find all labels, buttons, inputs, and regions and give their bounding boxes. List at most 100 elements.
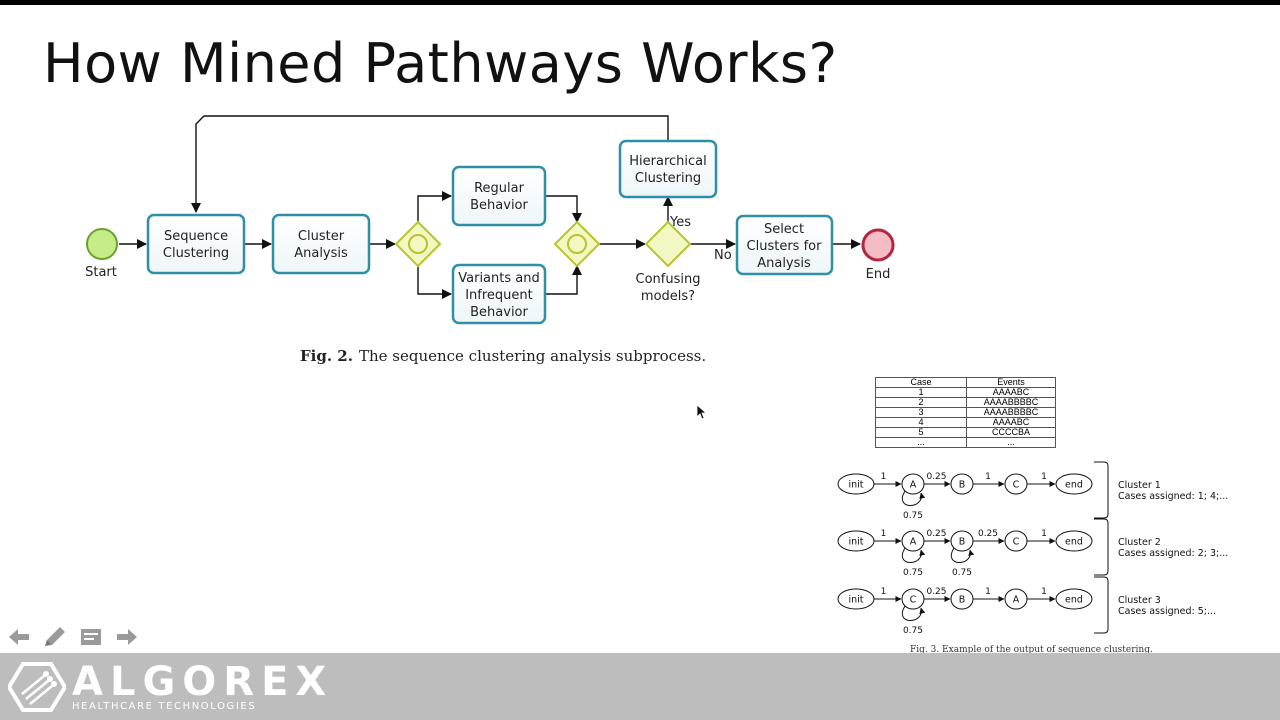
box-hierarchical-clustering: Hierarchical Clustering [618,139,718,199]
box-label: Hierarchical [629,154,706,169]
slide-navigation [6,624,140,650]
graph-node [1055,530,1093,552]
edge-label: 1 [1041,472,1047,482]
box-label: Behavior [470,198,528,213]
table-cell: AAAABBBBC [966,407,1056,418]
split-gateway [394,220,442,268]
box-label: Clustering [635,171,701,186]
self-loop [902,490,926,506]
graph-node [950,473,974,495]
box-label: Select [764,222,804,237]
connectors [119,115,861,299]
figure2-caption: Fig. 2.The sequence clustering analysis … [300,347,706,365]
box-label: Behavior [470,305,528,320]
edge-label: 0.25 [978,529,998,539]
box-label: Cluster [298,229,345,244]
node-label: C [1013,480,1020,491]
self-loop [951,547,975,563]
box-variants-infrequent: Variants and Infrequent Behavior [451,263,547,325]
cluster-cases: Cases assigned: 1; 4;... [1118,491,1228,502]
loop-label: 0.75 [903,626,923,636]
graph-node [1004,473,1028,495]
loop-label: 0.75 [952,568,972,578]
cluster-bracket [1094,518,1109,576]
graph-node [1055,473,1093,495]
box-label: Infrequent [465,288,533,303]
edge-label: 1 [881,472,887,482]
pencil-icon [45,627,65,646]
decision-label: models? [641,289,695,304]
node-label: init [848,595,863,606]
yes-label: Yes [669,215,691,230]
loop-label: 0.75 [903,568,923,578]
box-regular-behavior: Regular Behavior [451,165,547,227]
box-label: Analysis [294,246,348,261]
node-label: end [1065,537,1083,548]
slide-menu-button[interactable] [78,624,104,650]
node-label: B [959,480,966,491]
pen-tool-button[interactable] [42,624,68,650]
slide-title: How Mined Pathways Works? [43,32,838,95]
cluster-cases: Cases assigned: 5;... [1118,606,1216,617]
edge-label: 0.25 [926,472,946,482]
no-label: No [714,248,732,263]
menu-icon [81,629,101,645]
brand-tagline: HEALTHCARE TECHNOLOGIES [72,701,257,712]
previous-slide-button[interactable] [6,624,32,650]
table-header: Events [966,377,1056,388]
edge-label: 1 [985,472,991,482]
decision-label: Confusing [636,272,701,287]
graph-node [950,530,974,552]
node-label: A [910,480,917,491]
loop-label: 0.75 [903,511,923,521]
table-cell: AAAABBBBC [966,397,1056,408]
table-cell: 5 [875,427,967,438]
start-event [86,228,118,260]
edge-label: 1 [1041,529,1047,539]
edge-label: 1 [1041,587,1047,597]
edge-label: 1 [881,529,887,539]
cluster-cases: Cases assigned: 2; 3;... [1118,548,1228,559]
node-label: C [910,595,917,606]
graph-node [837,588,875,610]
table-cell: 2 [875,397,967,408]
graph-node [901,588,925,610]
table-cell: 4 [875,417,967,428]
graph-node [837,530,875,552]
graph-node [901,530,925,552]
brand-name: ALGOREX [72,659,334,705]
cluster-name: Cluster 1 [1118,480,1161,491]
table-cell: AAAABC [966,387,1056,398]
decision-gateway [644,220,692,268]
cluster-bracket [1094,576,1109,634]
end-event [861,228,895,262]
figure2-caption-label: Fig. 2. [300,347,353,365]
graph-node [950,588,974,610]
node-label: B [959,537,966,548]
graph-node [1004,588,1028,610]
box-label: Variants and [458,271,539,286]
graph-node [1004,530,1028,552]
node-label: A [910,537,917,548]
figure3-caption: Fig. 3. Example of the output of sequenc… [910,645,1153,653]
top-border [0,0,1280,5]
table-cell: 1 [875,387,967,398]
box-label: Clusters for [747,239,823,254]
process-diagram: Start End Sequence Clustering Cluster An… [85,115,895,325]
table-cell: ... [875,437,967,448]
next-slide-button[interactable] [114,624,140,650]
box-label: Clustering [163,246,229,261]
self-loop [902,605,926,621]
graph-node [1055,588,1093,610]
merge-gateway [553,220,601,268]
algorex-logo-icon [8,662,66,712]
box-cluster-analysis: Cluster Analysis [271,213,371,275]
table-header: Case [875,377,967,388]
table-header-row: Case Events [875,377,1056,388]
box-sequence-clustering: Sequence Clustering [146,213,246,275]
